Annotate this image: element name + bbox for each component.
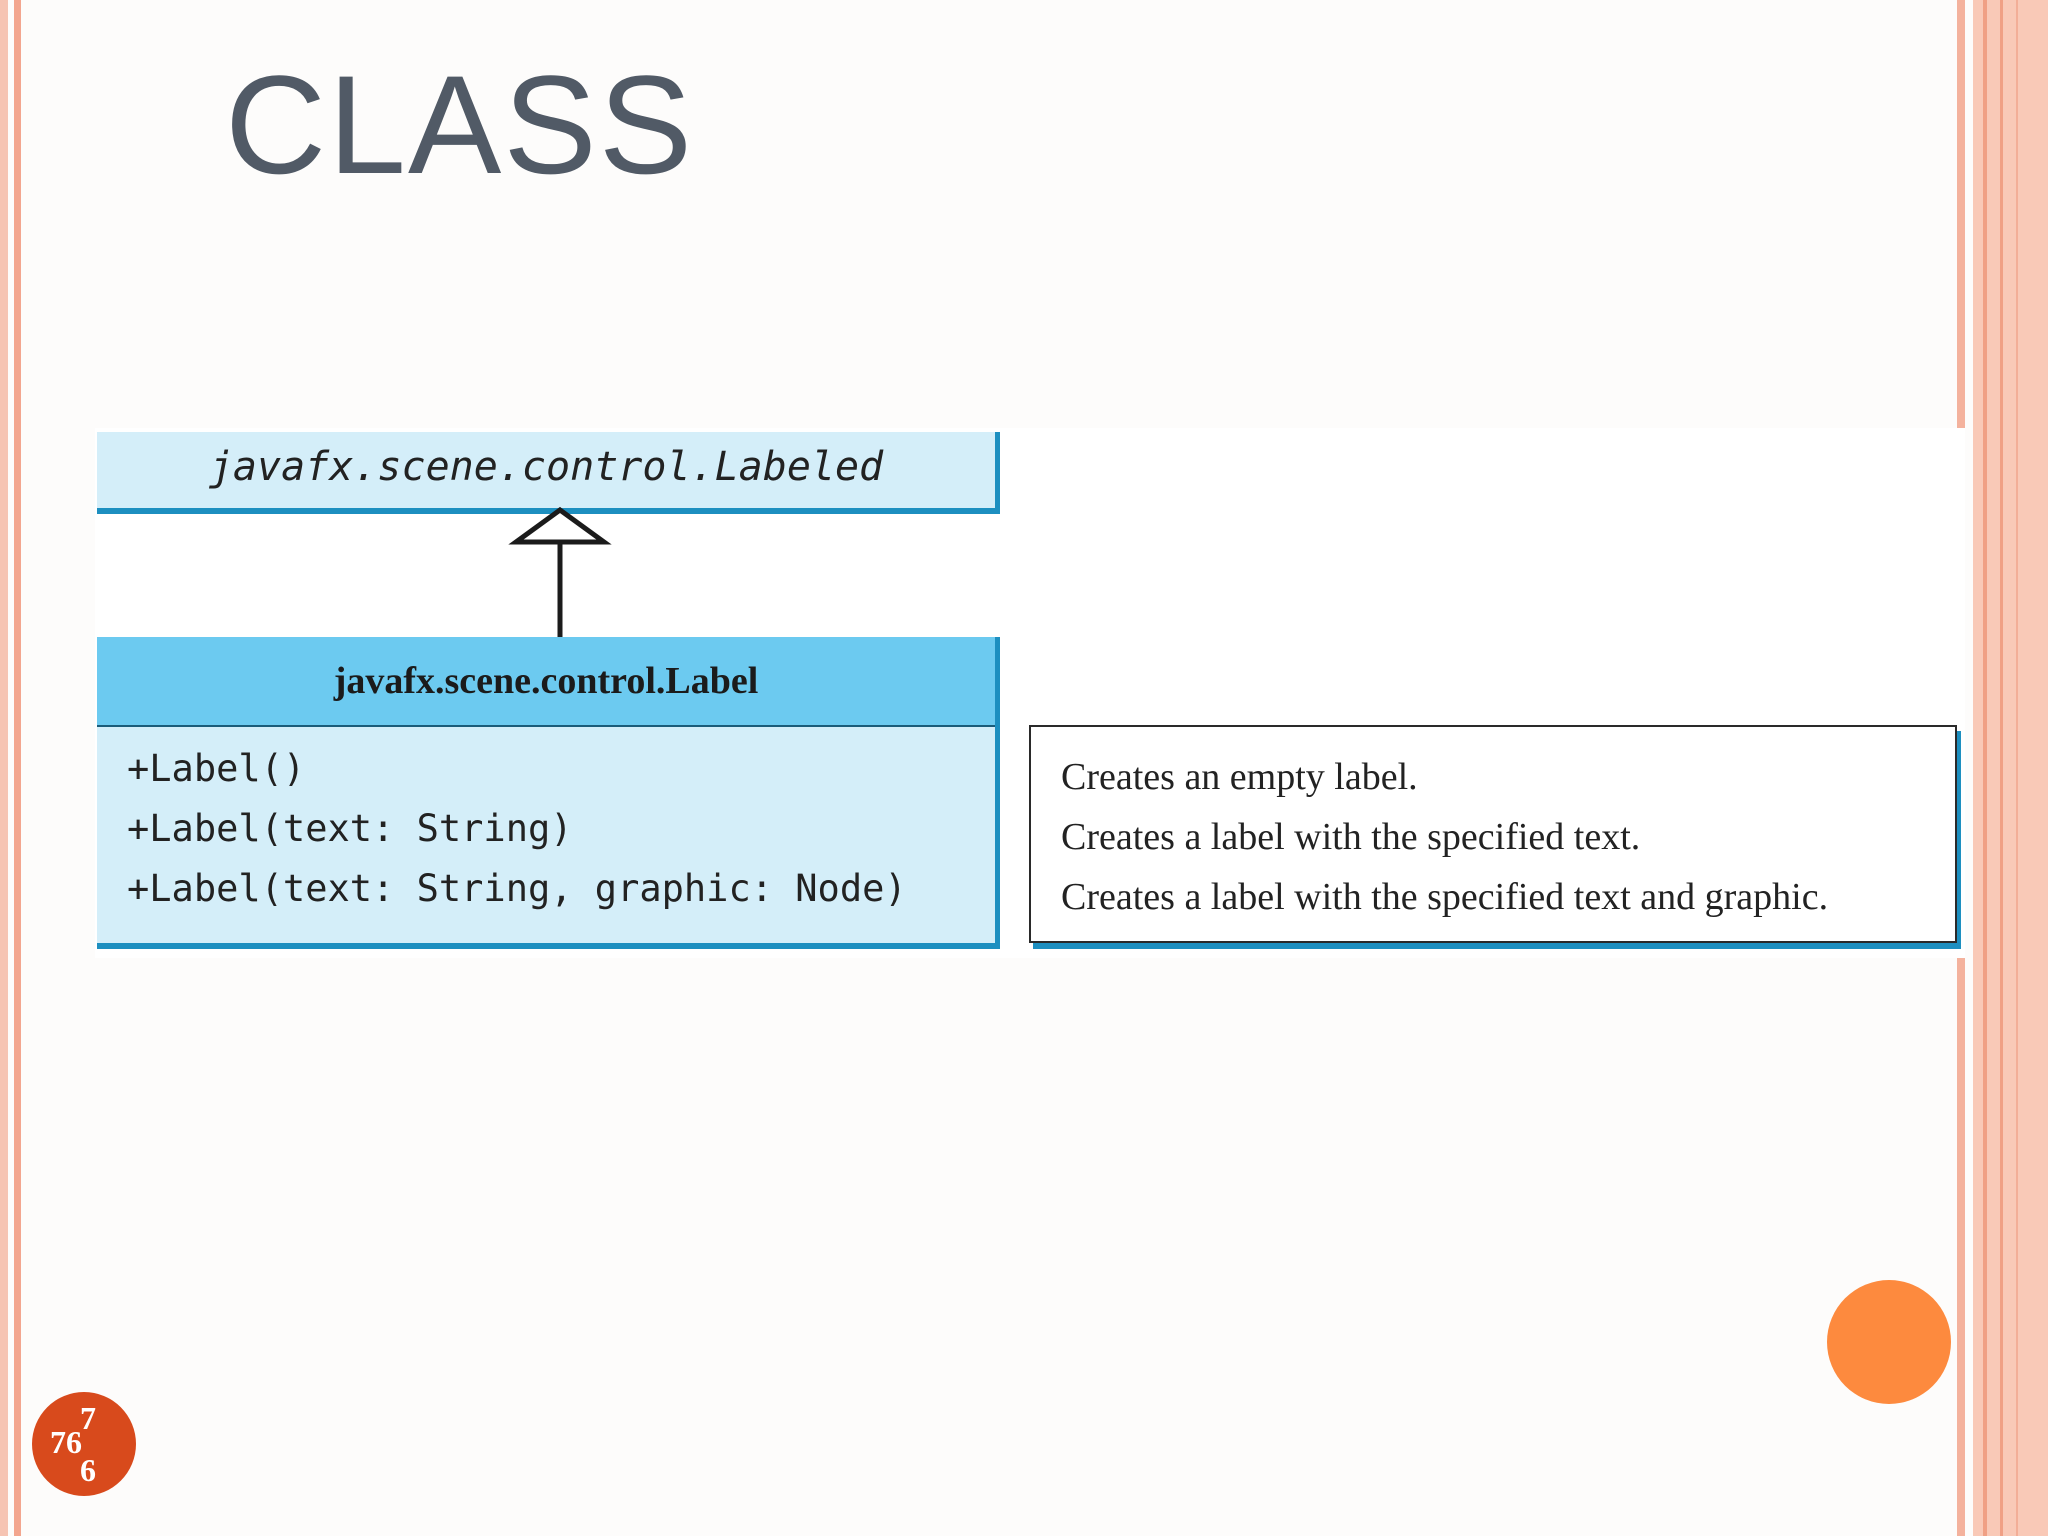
slide-title: CLASS [225, 46, 695, 203]
page-number-badge: 7 76 6 [32, 1392, 136, 1496]
page-number: 76 [50, 1424, 82, 1460]
uml-method: +Label(text: String) [127, 807, 573, 850]
uml-methods-compartment: +Label() +Label(text: String) +Label(tex… [97, 727, 995, 943]
right-border-stripe [2000, 0, 2003, 1536]
left-border-stripe [14, 0, 21, 1536]
method-description: Creates an empty label. [1061, 756, 1418, 798]
inheritance-arrow-icon [508, 506, 612, 639]
method-description-box: Creates an empty label. Creates a label … [1029, 725, 1957, 943]
right-border-stripe [2016, 0, 2018, 1536]
method-description: Creates a label with the specified text … [1061, 876, 1829, 918]
uml-class-box: javafx.scene.control.Label +Label() +Lab… [97, 637, 1000, 949]
method-description: Creates a label with the specified text. [1061, 816, 1641, 858]
uml-parent-class-box: javafx.scene.control.Labeled [97, 432, 1000, 514]
uml-method: +Label(text: String, graphic: Node) [127, 867, 907, 910]
left-border-stripe [0, 0, 8, 1536]
uml-parent-class-name: javafx.scene.control.Labeled [208, 444, 884, 490]
uml-method: +Label() [127, 747, 306, 790]
decorative-circle [1827, 1280, 1951, 1404]
page-number-top: 7 [80, 1400, 96, 1436]
uml-class-header: javafx.scene.control.Label [97, 637, 995, 727]
page-number-bottom: 6 [80, 1452, 96, 1488]
right-border-stripe [1983, 0, 1987, 1536]
uml-class-name: javafx.scene.control.Label [333, 660, 759, 702]
